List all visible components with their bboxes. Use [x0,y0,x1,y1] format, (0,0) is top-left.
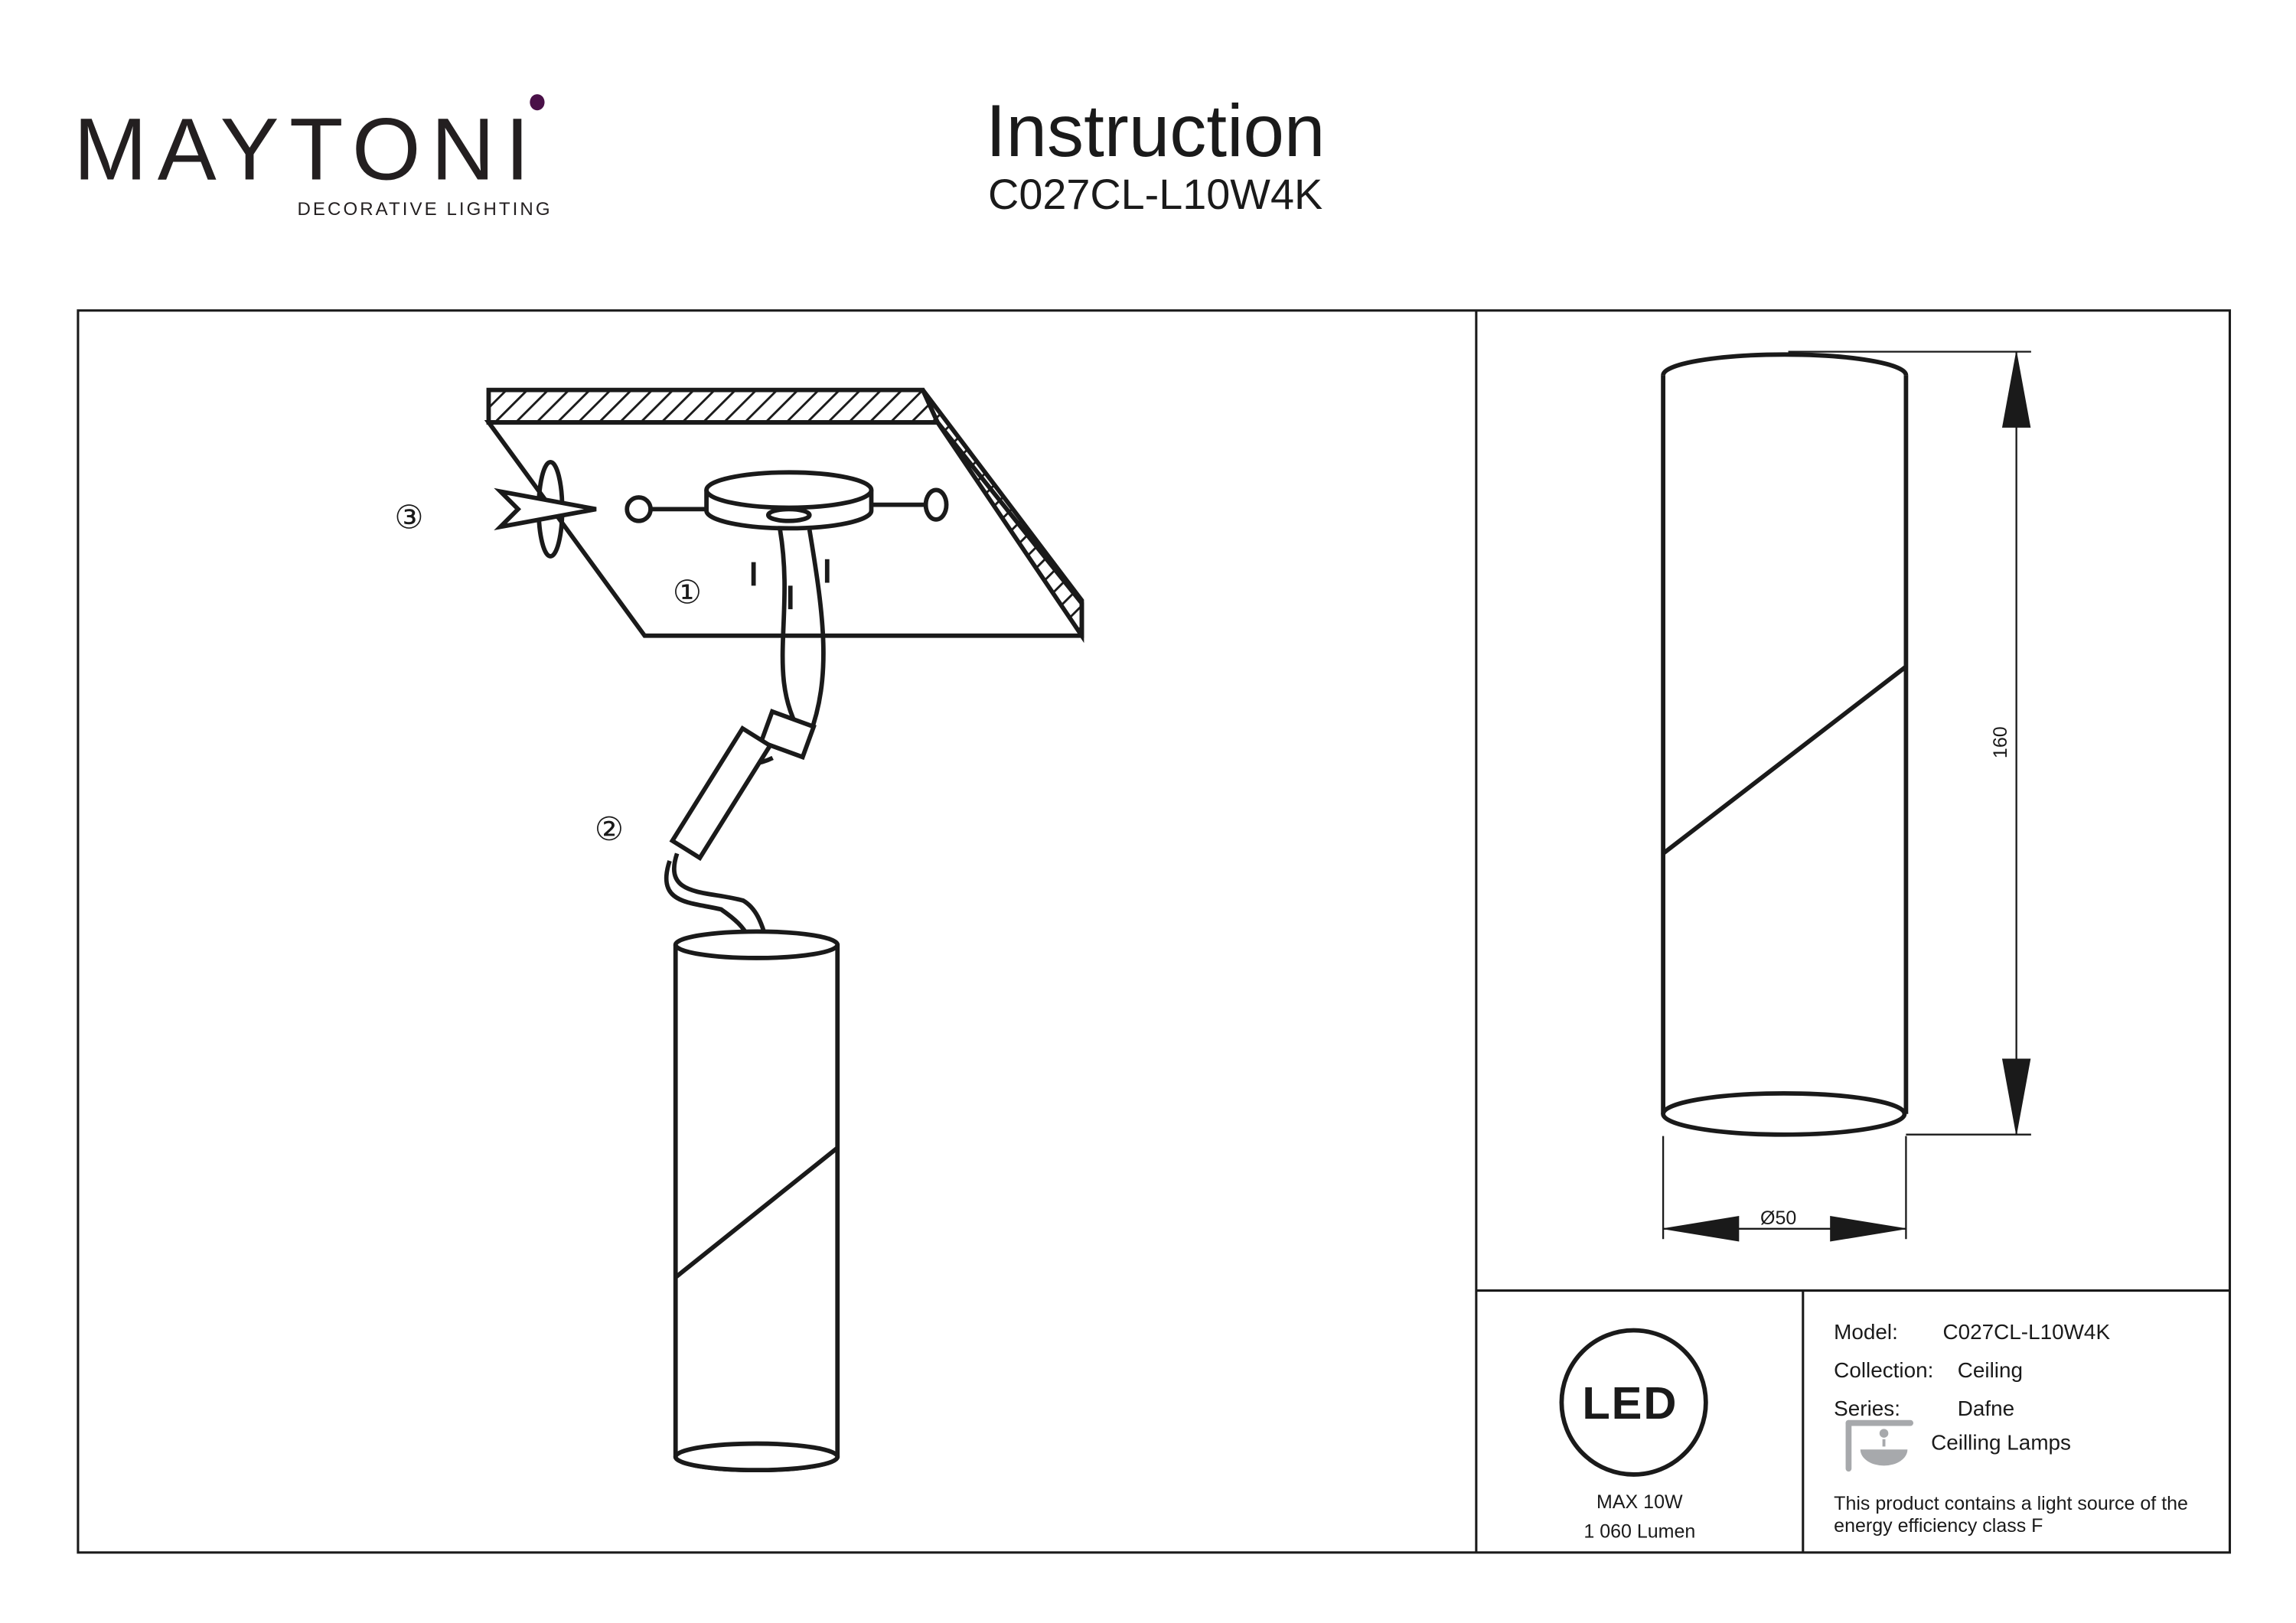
model-subtitle: C027CL-L10W4K [988,172,1323,220]
lumen-rating: 1 060 Lumen [1583,1520,1696,1543]
frame [77,309,2232,1554]
category-label: Ceilling Lamps [1931,1432,2072,1455]
diameter-dimension-label: Ø50 [1760,1206,1797,1229]
model-value: C027CL-L10W4K [1942,1321,2111,1345]
series-value: Dafne [1957,1397,2015,1422]
led-badge-icon [1559,1328,1708,1477]
energy-class-line-1: This product contains a light source of … [1834,1492,2188,1514]
rotate-arrow-icon [494,459,597,559]
wiring [664,529,826,937]
series-label: Series: [1834,1397,1900,1422]
step-3-label: ③ [394,500,424,537]
energy-class-line-2: energy efficiency class F [1834,1514,2043,1537]
collection-label: Collection: [1834,1359,1934,1383]
brand-tagline: DECORATIVE LIGHTING [297,198,553,220]
dimension-lines [1662,350,2031,1242]
model-label: Model: [1834,1321,1898,1345]
mounting-base [625,470,949,610]
ceiling-slab [484,387,1084,644]
brand-logo: MAYTONI [73,99,540,199]
power-rating: MAX 10W [1596,1491,1683,1513]
lamp-body-left [673,929,840,1473]
led-badge-text: LED [1582,1377,1678,1429]
ceiling-lamp-icon [1845,1419,1914,1472]
height-dimension-label: 160 [1988,726,2011,759]
step-2-label: ② [594,812,624,849]
lamp-dimension-drawing [1661,352,1909,1137]
collection-value: Ceiling [1957,1359,2024,1383]
step-1-label: ① [672,575,702,613]
brand-logo-dot [530,94,545,111]
page-title: Instruction [985,90,1326,173]
